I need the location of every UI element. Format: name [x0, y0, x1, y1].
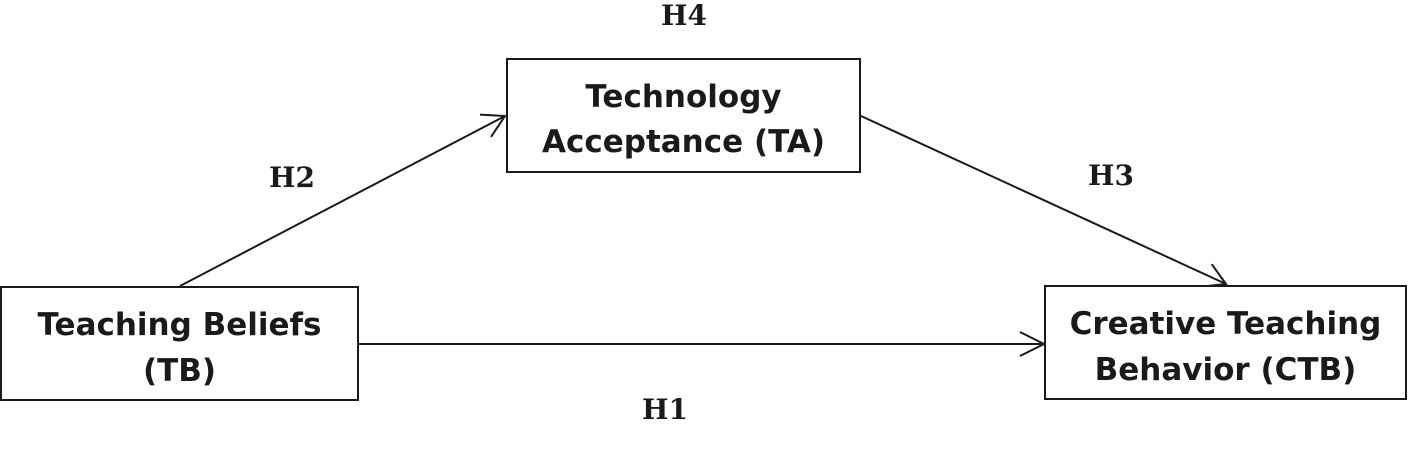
node-tb-line1: Teaching Beliefs: [38, 307, 322, 343]
node-box-ctb: [1044, 285, 1407, 400]
hypothesis-label-h2: H2: [269, 161, 315, 194]
edge-ta-to-ctb: [860, 115, 1228, 288]
node-tb-line2: (TB): [143, 353, 216, 389]
node-box-ta: [506, 58, 861, 173]
node-creative-teaching-behavior: Creative Teaching Behavior (CTB): [1044, 285, 1407, 400]
hypothesis-label-h4: H4: [661, 0, 707, 32]
node-ctb-line2: Behavior (CTB): [1095, 352, 1357, 388]
node-technology-acceptance: Technology Acceptance (TA): [506, 58, 861, 173]
hypothesis-label-h1: H1: [642, 393, 688, 426]
hypothesis-label-h3: H3: [1088, 159, 1134, 192]
node-box-tb: [0, 286, 359, 401]
node-teaching-beliefs: Teaching Beliefs (TB): [0, 286, 359, 401]
edge-tb-to-ta: [179, 113, 507, 287]
node-ta-line2: Acceptance (TA): [542, 124, 825, 160]
node-ta-line1: Technology: [585, 79, 781, 115]
node-ctb-line1: Creative Teaching: [1070, 306, 1382, 342]
edge-tb-to-ctb: [358, 331, 1047, 357]
